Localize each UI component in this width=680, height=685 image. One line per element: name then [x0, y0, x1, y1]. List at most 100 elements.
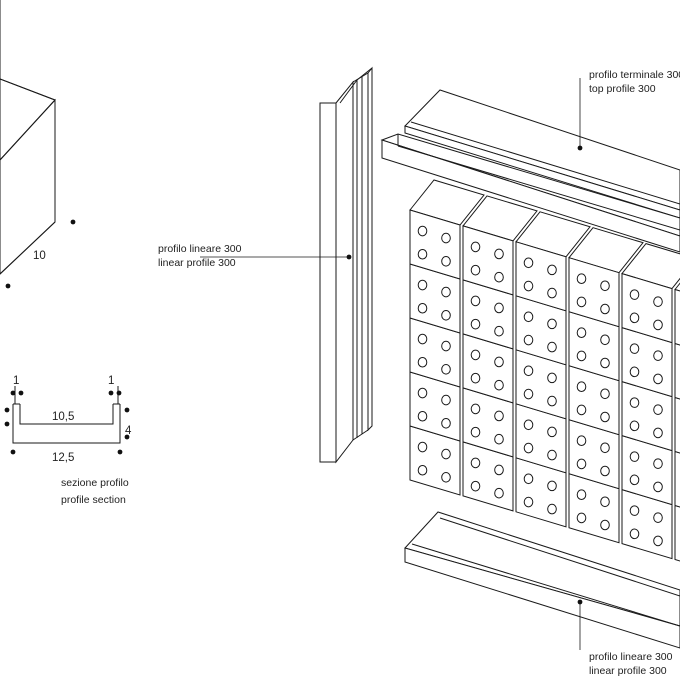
wall-block — [621, 434, 673, 506]
block-hole — [494, 487, 504, 499]
wall-block — [674, 450, 680, 508]
block-hole — [653, 319, 663, 331]
block-hole — [417, 387, 428, 399]
block-hole — [547, 395, 557, 407]
block-hole — [653, 535, 663, 547]
leader-dot — [577, 599, 583, 605]
block-hole — [547, 318, 557, 330]
block-hole — [441, 232, 451, 244]
block-hole — [523, 442, 534, 454]
block-hole — [576, 350, 587, 362]
linear-profile-label-it: profilo lineare 300 — [158, 243, 242, 255]
outer-width-dimension: 12,5 — [52, 452, 74, 464]
block-hole — [629, 528, 640, 540]
block-hole — [600, 519, 610, 531]
top-terminal-profile — [404, 89, 680, 219]
bottom-linear-profile — [404, 511, 680, 649]
block-hole — [600, 280, 610, 292]
block-front-face — [674, 450, 680, 508]
block-hole — [470, 264, 481, 276]
block-hole — [470, 372, 481, 384]
block-hole — [576, 296, 587, 308]
block-hole — [600, 442, 610, 454]
section-label-en: profile section — [61, 494, 126, 506]
wall-block — [409, 179, 485, 280]
wall-block — [568, 311, 620, 382]
block-hole — [629, 366, 640, 378]
block-hole — [653, 296, 663, 307]
block-hole — [523, 257, 534, 269]
block-hole — [600, 388, 610, 400]
flange-right-dimension: 1 — [108, 375, 114, 387]
block-front-face — [674, 504, 680, 562]
bottom-profile-label-it: profilo lineare 300 — [589, 651, 673, 663]
block-hole — [417, 410, 428, 422]
height-dimension: 4 — [125, 425, 132, 437]
block-hole — [494, 379, 504, 391]
top-profile-label-it: profilo terminale 300 — [589, 69, 680, 81]
block-hole — [653, 350, 663, 361]
block-hole — [523, 334, 534, 346]
block-hole — [494, 410, 504, 422]
block-hole — [441, 286, 451, 298]
block-hole — [576, 273, 587, 285]
top-profile-label-en: top profile 300 — [589, 83, 656, 95]
block-hole — [470, 349, 481, 361]
block-hole — [494, 325, 504, 337]
block-hole — [441, 394, 451, 406]
block-hole — [441, 310, 451, 321]
block-hole — [629, 312, 640, 324]
block-hole — [547, 341, 557, 353]
block-hole — [417, 279, 428, 291]
block-hole — [547, 426, 557, 438]
block-hole — [523, 496, 534, 508]
block-hole — [629, 397, 640, 408]
wall-block — [409, 263, 461, 334]
block-hole — [629, 451, 640, 462]
block-hole — [441, 472, 451, 483]
block-hole — [494, 248, 504, 260]
dimension-dot — [70, 219, 76, 225]
wall-block — [462, 387, 514, 458]
bottom-profile-label-en: linear profile 300 — [589, 665, 667, 677]
block-hole — [494, 464, 504, 476]
block-front-face — [674, 288, 680, 346]
inner-width-dimension: 10,5 — [52, 411, 74, 423]
block-hole — [576, 327, 587, 339]
block-hole — [494, 302, 504, 314]
block-hole — [600, 303, 610, 315]
block-hole — [600, 465, 610, 477]
wall-block — [515, 457, 567, 528]
block-hole — [523, 311, 534, 323]
block-hole — [653, 512, 663, 523]
block-hole — [600, 496, 610, 508]
wall-block — [409, 317, 461, 388]
block-hole — [494, 271, 504, 283]
block-hole — [470, 241, 481, 253]
block-hole — [576, 489, 587, 501]
wall-block — [674, 396, 680, 454]
block-hole — [470, 295, 481, 307]
block-hole — [470, 480, 481, 492]
block-hole — [629, 420, 640, 432]
leader-dot — [577, 145, 583, 151]
block-hole — [470, 403, 481, 415]
block-hole — [494, 356, 504, 368]
block-front-face — [674, 396, 680, 454]
block-hole — [653, 404, 663, 415]
wall-block — [462, 195, 538, 296]
block-hole — [547, 503, 557, 515]
leader-dot — [346, 254, 352, 260]
block-top-face — [674, 282, 680, 292]
block-hole — [441, 340, 451, 352]
section-label-it: sezione profilo — [61, 477, 129, 489]
block-hole — [629, 474, 640, 486]
block-hole — [470, 318, 481, 330]
flange-left-dimension: 1 — [13, 375, 19, 387]
block-hole — [576, 404, 587, 416]
block-hole — [470, 426, 481, 438]
block-hole — [547, 287, 557, 299]
block-depth-dimension: 10 — [33, 250, 46, 262]
block-hole — [441, 364, 451, 375]
